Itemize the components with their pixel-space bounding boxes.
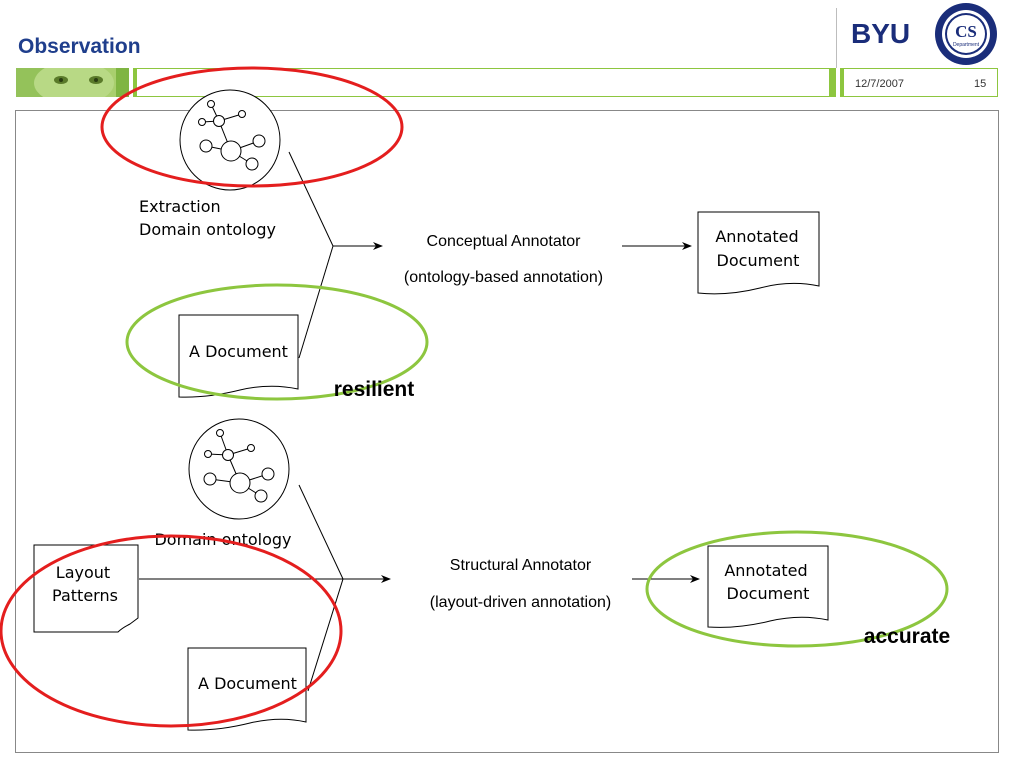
- bottom-annotated-document-shape: [707, 545, 829, 628]
- resilient-label: resilient: [334, 378, 415, 401]
- bottom-output-label-line2: Document: [727, 584, 810, 603]
- green-highlight-ring: [125, 283, 429, 401]
- extraction-ontology-icon: [179, 89, 281, 191]
- domain-ontology-icon: [188, 418, 290, 520]
- svg-text:CS: CS: [955, 22, 977, 41]
- extraction-label: Extraction: [139, 197, 221, 216]
- brand-logo-text: BYU: [851, 18, 911, 49]
- header-photo-strip: [16, 68, 129, 97]
- bottom-input-document-shape: [187, 647, 307, 731]
- header-divider: [836, 8, 837, 68]
- top-output-label-line2: Document: [717, 251, 800, 270]
- top-annotated-document-shape: [697, 211, 820, 295]
- red-highlight-ring: [100, 66, 404, 188]
- accurate-label: accurate: [864, 625, 950, 648]
- structural-annotator-description: (layout-driven annotation): [430, 594, 611, 611]
- header-accent-bar: [829, 68, 836, 97]
- slide-page-number: 15: [974, 78, 987, 90]
- domain-ontology-label: Domain ontology: [139, 220, 276, 239]
- header-band: [133, 68, 832, 97]
- slide-title: Observation: [18, 35, 141, 58]
- layout-patterns-label-line2: Patterns: [52, 586, 118, 605]
- layout-patterns-label-line1: Layout: [56, 563, 110, 582]
- department-seal-icon: CS Department: [935, 3, 997, 65]
- content-frame: [15, 110, 999, 753]
- bottom-document-label: A Document: [198, 674, 297, 693]
- bottom-red-highlight-ring: [0, 534, 343, 728]
- input-document-shape: [178, 314, 299, 398]
- structural-annotator-name: Structural Annotator: [450, 557, 592, 574]
- bottom-output-label-line1: Annotated: [724, 561, 807, 580]
- slide-date: 12/7/2007: [855, 78, 904, 90]
- conceptual-annotator-description: (ontology-based annotation): [404, 269, 603, 286]
- bottom-green-highlight-ring: [645, 530, 949, 648]
- top-merge-lines: [288, 151, 383, 359]
- top-output-label-line1: Annotated: [715, 227, 798, 246]
- bottom-merge-lines: [139, 484, 391, 692]
- svg-text:Department: Department: [953, 42, 980, 48]
- conceptual-annotator-name: Conceptual Annotator: [427, 233, 582, 250]
- document-label: A Document: [189, 342, 288, 361]
- header-info-band: [840, 68, 998, 97]
- layout-patterns-shape: [33, 544, 139, 633]
